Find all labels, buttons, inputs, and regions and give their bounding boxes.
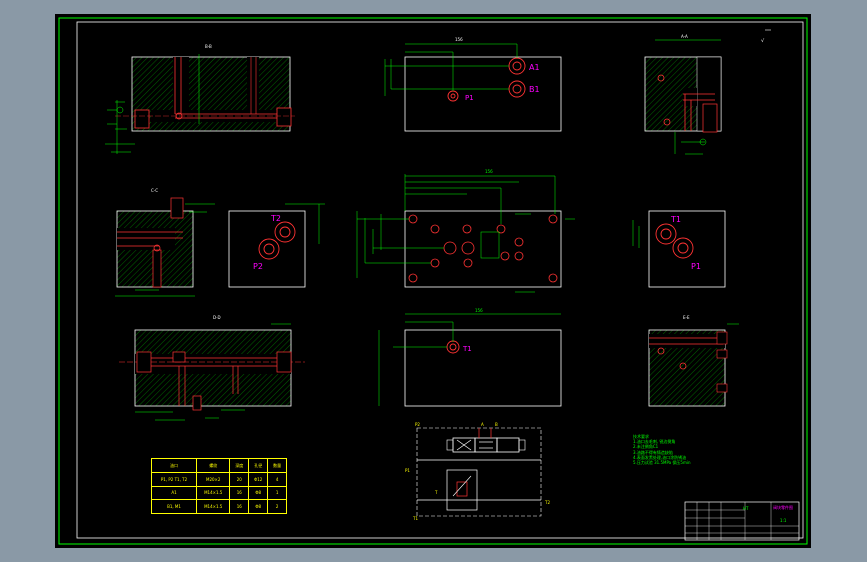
header-cell: 螺纹	[195, 458, 231, 473]
table-cell: A1	[151, 485, 197, 501]
note-line: 3.油路不得有铸造缺陷	[633, 449, 673, 455]
section-view-bottom-right: E-E	[648, 315, 739, 407]
schematic-label-a: A	[481, 422, 484, 427]
hydraulic-schematic	[416, 427, 542, 517]
schematic-label-t: T	[434, 490, 438, 495]
header-cell: 深度	[229, 458, 250, 473]
title-block-code: HT	[743, 506, 749, 511]
table-row: A1 M14×1.5 16 Φ8 1	[151, 485, 287, 501]
header-cell: 孔径	[248, 458, 269, 473]
port-table: 油口 螺纹 深度 孔径 数量 P1, P2 T1, T2 M20×2 20 Φ1…	[151, 458, 287, 514]
section-view-top-right: A-A	[644, 34, 722, 155]
table-cell: B1, M1	[151, 499, 197, 514]
table-cell: Φ12	[248, 471, 269, 487]
note-line: 5.压力试验 31.5MPa 保压5min	[633, 460, 691, 466]
schematic-label-b: B	[495, 422, 498, 427]
face-view-p2-t2	[228, 203, 325, 288]
port-label-p1-top: P1	[465, 94, 474, 102]
svg-text:D-D: D-D	[213, 315, 221, 320]
port-label-p1-right: P1	[691, 262, 701, 271]
table-cell: 1	[267, 485, 287, 501]
main-front-view: 156	[356, 169, 575, 293]
title-block-frame	[684, 501, 800, 541]
svg-text:B-B: B-B	[205, 44, 212, 49]
table-row: P1, P2 T1, T2 M20×2 20 Φ12 4	[151, 471, 287, 487]
schematic-label-p2: P2	[415, 422, 420, 427]
outer-frame	[58, 17, 808, 545]
port-label-t2: T2	[270, 214, 281, 223]
note-line: 4.表面发黑处理,油口涂防锈油	[633, 454, 687, 460]
port-label-t1: T1	[670, 215, 681, 224]
drawing-sheet: √ B-B	[55, 14, 811, 548]
section-view-mid-left: C-C	[115, 188, 215, 297]
note-line: 2.未注倒角C1	[633, 444, 659, 450]
title-block-name: 阀块零件图	[773, 505, 793, 510]
table-row: B1, M1 M14×1.5 16 Φ8 2	[151, 499, 287, 514]
top-view-a1-b1: 156	[384, 37, 562, 132]
bottom-view-t1: 156	[378, 308, 562, 407]
svg-text:√: √	[761, 38, 765, 44]
table-cell: M20×2	[195, 471, 231, 487]
table-cell: 2	[267, 499, 287, 514]
table-cell: Φ8	[248, 499, 269, 514]
section-view-top-left: B-B	[105, 44, 295, 154]
port-label-t1-mid: T1	[462, 345, 472, 353]
svg-text:156: 156	[485, 169, 493, 174]
svg-text:156: 156	[475, 308, 483, 313]
port-label-b1: B1	[529, 85, 540, 94]
header-cell: 数量	[267, 458, 287, 473]
table-cell: Φ8	[248, 485, 269, 501]
inner-frame	[76, 21, 804, 539]
schematic-label-t2: T2	[544, 500, 550, 505]
face-view-t1-p1	[632, 210, 726, 288]
section-view-bottom-left: D-D	[119, 315, 305, 421]
port-label-a1: A1	[529, 63, 540, 72]
port-table-header: 油口 螺纹 深度 孔径 数量	[151, 458, 287, 473]
title-block: HT 阀块零件图 1:1	[685, 502, 799, 540]
table-cell: 16	[229, 485, 250, 501]
table-cell: M14×1.5	[195, 485, 231, 501]
svg-text:E-E: E-E	[683, 315, 690, 320]
table-cell: 16	[229, 499, 250, 514]
header-cell: 油口	[151, 458, 197, 473]
port-label-p2: P2	[253, 262, 263, 271]
table-cell: M14×1.5	[195, 499, 231, 514]
svg-text:A-A: A-A	[681, 34, 688, 39]
note-line: 技术要求	[633, 434, 649, 439]
table-cell: P1, P2 T1, T2	[151, 471, 197, 487]
cad-drawing: √ B-B	[58, 17, 808, 545]
schematic-label-t1: T1	[412, 516, 418, 521]
table-cell: 4	[267, 471, 287, 487]
svg-text:156: 156	[455, 37, 463, 42]
svg-text:C-C: C-C	[151, 188, 158, 193]
technical-notes: 技术要求 1.油口去毛刺, 锐边倒角 2.未注倒角C1 3.油路不得有铸造缺陷 …	[633, 434, 733, 465]
schematic-label-p1: P1	[405, 468, 410, 473]
title-block-scale: 1:1	[780, 518, 787, 523]
table-cell: 20	[229, 471, 250, 487]
note-line: 1.油口去毛刺, 锐边倒角	[633, 439, 676, 445]
